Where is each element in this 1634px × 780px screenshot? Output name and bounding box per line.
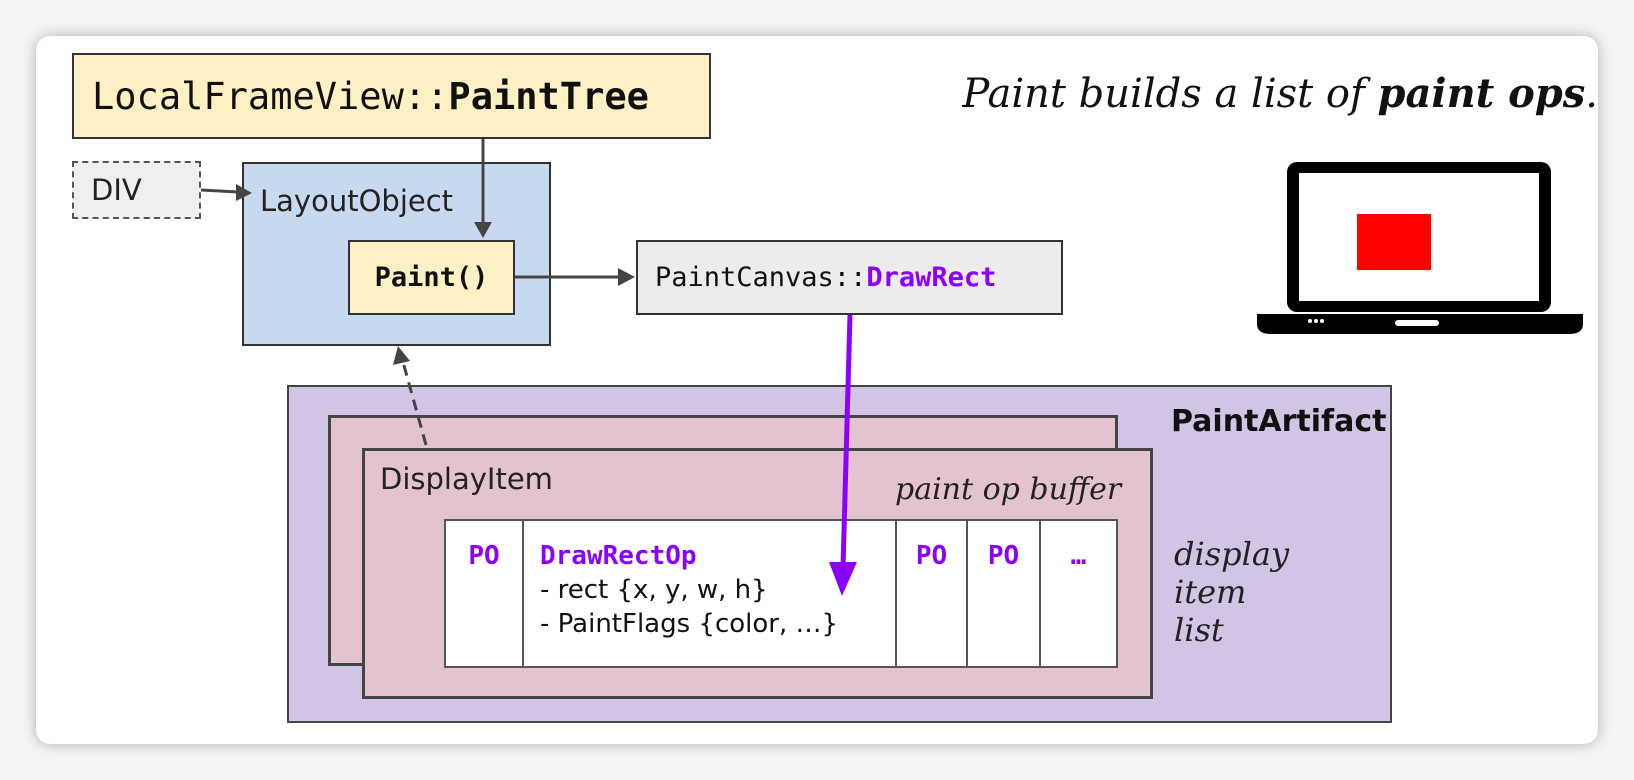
draw-rect-op-rect-line: - rect {x, y, w, h} <box>540 575 768 605</box>
ellipsis-cell: … <box>1041 521 1116 666</box>
draw-rect-op-cell: DrawRectOp - rect {x, y, w, h} - PaintFl… <box>524 521 897 666</box>
arrowhead-painttree-to-paint <box>474 222 492 238</box>
paint-op-cell: PO <box>968 521 1041 666</box>
paint-op-buffer-label: paint op buffer <box>895 472 1122 507</box>
arrowhead-div-to-layout <box>236 184 252 201</box>
paint-artifact-label: PaintArtifact <box>1171 404 1387 439</box>
arrowhead-paint-to-drawrect <box>618 268 635 286</box>
paint-canvas-box: PaintCanvas::DrawRect <box>636 240 1063 315</box>
paint-op-cell: PO <box>446 521 524 666</box>
layout-object-label: LayoutObject <box>260 184 454 218</box>
draw-rect-op-flags-line: - PaintFlags {color, …} <box>540 609 839 639</box>
ellipsis-label: … <box>1070 541 1087 571</box>
paint-op-label: PO <box>915 541 948 571</box>
paint-op-cell: PO <box>897 521 968 666</box>
paint-tree-method: PaintTree <box>448 74 649 118</box>
paint-function-label: Paint() <box>374 262 489 293</box>
paint-tree-box: LocalFrameView::PaintTree <box>72 53 711 139</box>
headline-bold: paint ops <box>1377 70 1586 117</box>
div-label: DIV <box>91 173 142 207</box>
paint-canvas-method: DrawRect <box>866 262 997 293</box>
draw-rect-op-label: DrawRectOp <box>540 541 697 571</box>
headline-suffix: . <box>1585 71 1598 117</box>
display-item-list-word-2: item <box>1174 573 1247 611</box>
paint-op-label: PO <box>987 541 1020 571</box>
headline: Paint builds a list of paint ops. <box>962 70 1598 117</box>
display-item-list-word-3: list <box>1174 611 1224 649</box>
display-item-list-word-1: display <box>1174 535 1290 573</box>
paint-function-box: Paint() <box>348 240 515 315</box>
paint-tree-prefix: LocalFrameView:: <box>92 74 449 118</box>
arrowhead-displayitem-to-layout <box>393 346 410 365</box>
arrow-displayitem-to-layout <box>401 361 428 446</box>
paint-op-label: PO <box>468 541 500 571</box>
arrow-drawrect-to-op <box>840 314 853 569</box>
display-item-label: DisplayItem <box>380 462 553 496</box>
paint-op-buffer: PO DrawRectOp - rect {x, y, w, h} - Pain… <box>444 519 1118 668</box>
div-box: DIV <box>72 161 201 219</box>
screen-red-rect <box>1357 214 1431 270</box>
arrow-div-to-layout <box>200 188 239 194</box>
paint-canvas-prefix: PaintCanvas:: <box>655 262 867 293</box>
headline-prefix: Paint builds a list of <box>962 71 1378 117</box>
laptop-icon <box>1257 158 1583 342</box>
display-item-list-label: display item list <box>1174 535 1289 649</box>
arrowhead-drawrect-to-op <box>829 562 857 596</box>
